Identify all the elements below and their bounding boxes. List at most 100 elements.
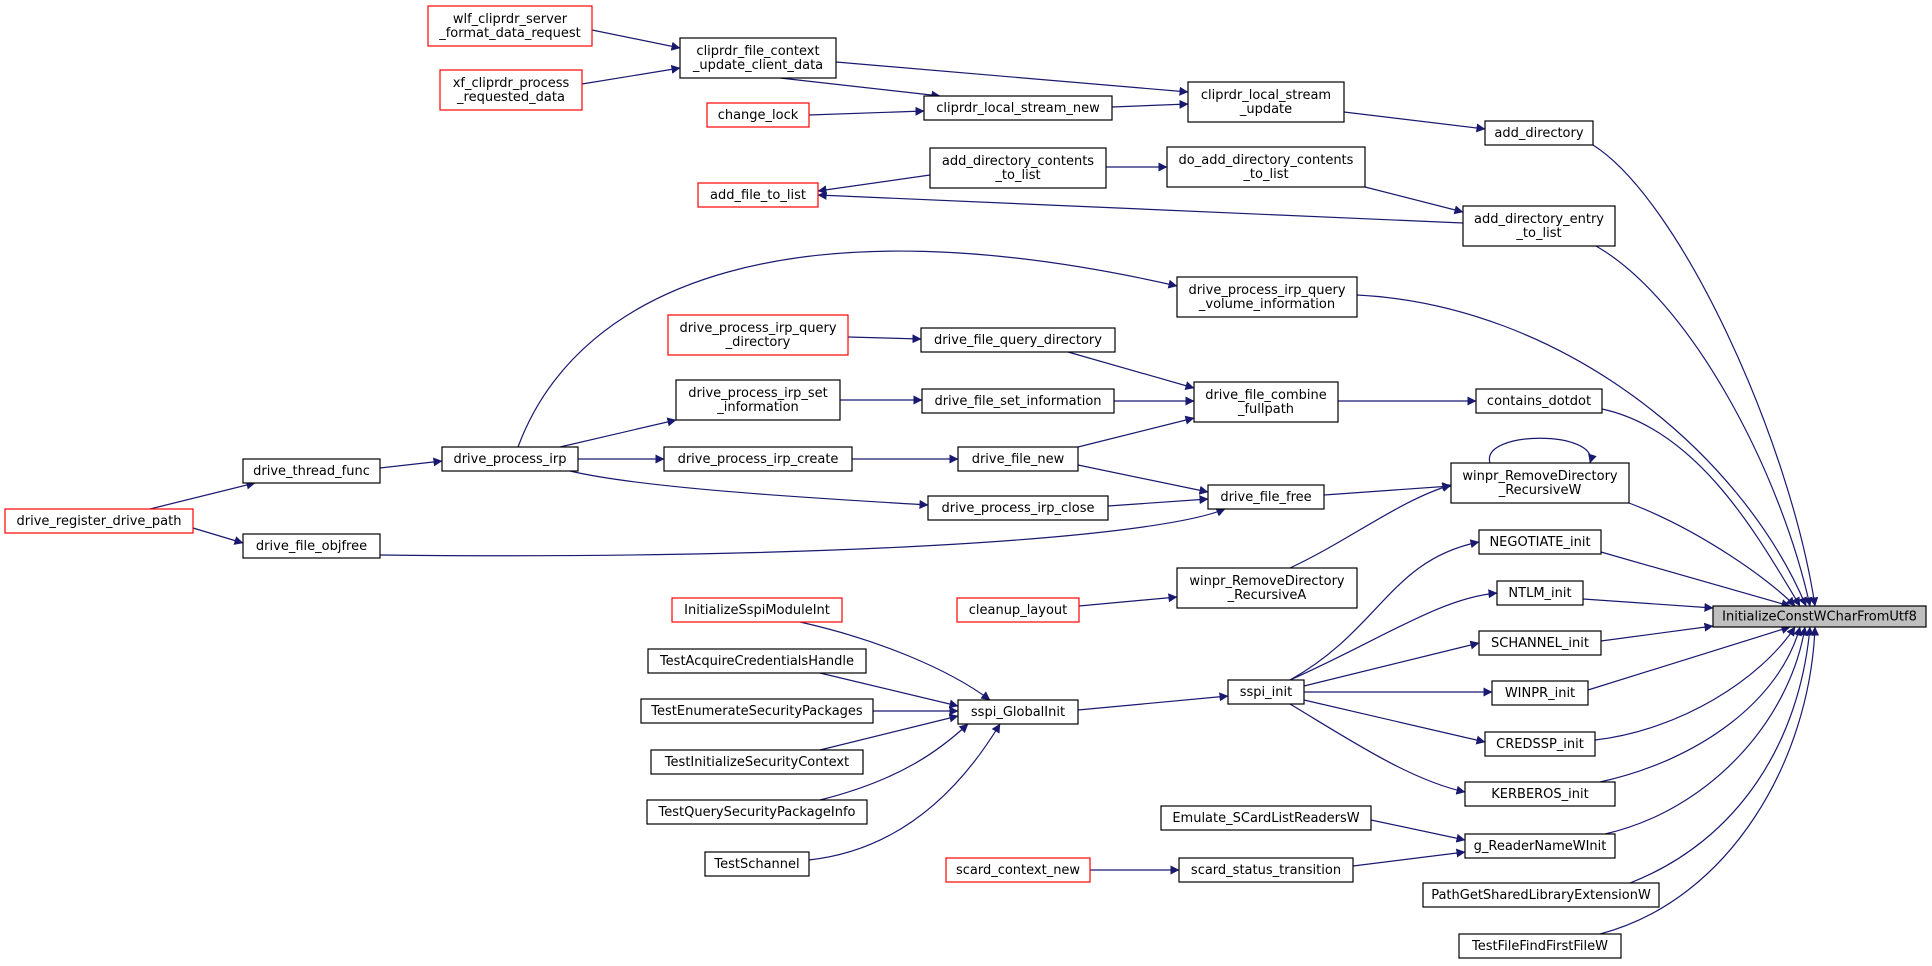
- node-label: PathGetSharedLibraryExtensionW: [1431, 888, 1651, 903]
- node-change_lock[interactable]: change_lock: [706, 102, 810, 128]
- edge-add_directory-to-root: [1592, 144, 1819, 607]
- node-add_directory_entry[interactable]: add_directory_entry_to_list: [1462, 205, 1616, 247]
- node-label: add_directory: [1494, 126, 1583, 141]
- node-cls_update[interactable]: cliprdr_local_stream_update: [1187, 81, 1345, 123]
- edge-dff-to-winpr_rdw: [1323, 482, 1452, 496]
- node-dfn[interactable]: drive_file_new: [957, 446, 1079, 472]
- node-add_file[interactable]: add_file_to_list: [697, 182, 819, 208]
- node-cfcucd[interactable]: cliprdr_file_context_update_client_data: [679, 37, 837, 79]
- node-label: TestSchannel: [713, 857, 799, 872]
- node-emulate[interactable]: Emulate_SCardListReadersW: [1160, 805, 1372, 831]
- node-sspi_global[interactable]: sspi_GlobalInit: [957, 699, 1079, 725]
- node-dpicreate[interactable]: drive_process_irp_create: [663, 446, 853, 472]
- edge-sspi_init-to-schannel: [1303, 640, 1480, 687]
- node-label: KERBEROS_init: [1491, 787, 1588, 802]
- node-box: [957, 699, 1079, 725]
- node-label: drive_process_irp_create: [678, 452, 839, 467]
- node-schannel[interactable]: SCHANNEL_init: [1478, 630, 1602, 656]
- node-label: _RecursiveA: [1227, 588, 1307, 603]
- node-adctl[interactable]: add_directory_contents_to_list: [929, 147, 1107, 189]
- node-label: drive_process_irp_query: [679, 321, 836, 336]
- edge-tschannel-to-sspi_global: [808, 723, 1001, 861]
- node-box: [1484, 120, 1594, 146]
- edge-dpiqvi-to-root: [1356, 294, 1807, 607]
- node-winpr_rdw[interactable]: winpr_RemoveDirectory_RecursiveW: [1450, 462, 1630, 504]
- node-scard_ctx[interactable]: scard_context_new: [945, 857, 1091, 883]
- node-g_reader[interactable]: g_ReaderNameWInit: [1464, 833, 1616, 859]
- node-box: [679, 37, 837, 79]
- node-box: [920, 327, 1116, 353]
- nodes-layer: InitializeConstWCharFromUtf8 add_director…: [4, 5, 1927, 959]
- edge-cls_update-to-add_directory: [1343, 111, 1486, 133]
- node-tach[interactable]: TestAcquireCredentialsHandle: [647, 648, 867, 674]
- node-box: [923, 95, 1113, 121]
- node-add_directory[interactable]: add_directory: [1484, 120, 1594, 146]
- node-box: [1160, 805, 1372, 831]
- node-cls_new[interactable]: cliprdr_local_stream_new: [923, 95, 1113, 121]
- node-dadctl[interactable]: do_add_directory_contents_to_list: [1166, 146, 1366, 188]
- node-dtf[interactable]: drive_thread_func: [242, 458, 381, 484]
- node-box: [1178, 857, 1354, 883]
- node-ntlm[interactable]: NTLM_init: [1496, 580, 1584, 606]
- node-testffff[interactable]: TestFileFindFirstFileW: [1458, 933, 1622, 959]
- node-contains_dotdot[interactable]: contains_dotdot: [1475, 388, 1603, 414]
- node-label: drive_file_set_information: [934, 394, 1101, 409]
- node-dpiqd[interactable]: drive_process_irp_query_directory: [667, 314, 849, 356]
- edge-dfqd-to-dfcf: [1067, 351, 1195, 390]
- node-wlf[interactable]: wlf_cliprdr_server_format_data_request: [427, 5, 593, 47]
- edge-dpi-to-dpisi: [559, 417, 677, 448]
- node-dfcf[interactable]: drive_file_combine_fullpath: [1193, 381, 1339, 423]
- node-credssp[interactable]: CREDSSP_init: [1484, 731, 1596, 757]
- node-box: [1207, 484, 1325, 510]
- node-box: [697, 182, 819, 208]
- node-label: _RecursiveW: [1498, 483, 1582, 498]
- node-root[interactable]: InitializeConstWCharFromUtf8: [1712, 605, 1927, 628]
- node-label: _update: [1239, 102, 1292, 117]
- node-dfsi[interactable]: drive_file_set_information: [921, 388, 1115, 414]
- node-tesp[interactable]: TestEnumerateSecurityPackages: [640, 698, 874, 724]
- node-label: InitializeConstWCharFromUtf8: [1722, 610, 1917, 625]
- edge-schannel-to-root: [1600, 622, 1714, 642]
- node-kerberos[interactable]: KERBEROS_init: [1464, 781, 1616, 807]
- node-cleanup[interactable]: cleanup_layout: [956, 597, 1080, 623]
- edge-sspi_init-to-negotiate: [1289, 539, 1480, 681]
- node-drdp[interactable]: drive_register_drive_path: [4, 508, 194, 534]
- node-box: [704, 851, 810, 877]
- node-box: [1450, 462, 1630, 504]
- node-tqspi[interactable]: TestQuerySecurityPackageInfo: [646, 799, 868, 825]
- edge-sspi_global-to-sspi_init: [1077, 692, 1229, 711]
- node-box: [1227, 679, 1305, 705]
- edge-negotiate-to-root: [1600, 551, 1791, 608]
- node-dpisi[interactable]: drive_process_irp_set_information: [675, 379, 841, 421]
- node-dpi[interactable]: drive_process_irp: [441, 446, 579, 472]
- node-winpr_rda[interactable]: winpr_RemoveDirectory_RecursiveA: [1176, 567, 1358, 609]
- node-label: _volume_information: [1198, 297, 1335, 312]
- node-tisc[interactable]: TestInitializeSecurityContext: [650, 749, 864, 775]
- node-dff[interactable]: drive_file_free: [1207, 484, 1325, 510]
- node-box: [646, 799, 868, 825]
- node-negotiate[interactable]: NEGOTIATE_init: [1478, 529, 1602, 555]
- node-label: sspi_GlobalInit: [971, 705, 1065, 720]
- node-label: winpr_RemoveDirectory: [1189, 574, 1345, 589]
- node-label: cliprdr_local_stream: [1201, 88, 1331, 103]
- node-label: do_add_directory_contents: [1179, 153, 1354, 168]
- node-label: Emulate_SCardListReadersW: [1172, 811, 1359, 826]
- node-dpic[interactable]: drive_process_irp_close: [927, 495, 1109, 521]
- node-dpiqvi[interactable]: drive_process_irp_query_volume_informati…: [1176, 276, 1358, 318]
- node-dfqd[interactable]: drive_file_query_directory: [920, 327, 1116, 353]
- node-scard_status[interactable]: scard_status_transition: [1178, 857, 1354, 883]
- node-box: [1496, 580, 1584, 606]
- node-xf[interactable]: xf_cliprdr_process_requested_data: [439, 69, 583, 111]
- node-dfo[interactable]: drive_file_objfree: [242, 533, 381, 559]
- node-pathget[interactable]: PathGetSharedLibraryExtensionW: [1422, 882, 1660, 908]
- edge-wlf-to-cfcucd: [591, 29, 681, 51]
- node-sspi_init[interactable]: sspi_init: [1227, 679, 1305, 705]
- node-label: drive_process_irp: [453, 452, 566, 467]
- node-box: [671, 597, 843, 623]
- node-isspi[interactable]: InitializeSspiModuleInt: [671, 597, 843, 623]
- node-tschannel[interactable]: TestSchannel: [704, 851, 810, 877]
- node-box: [427, 5, 593, 47]
- node-label: cliprdr_local_stream_new: [936, 101, 1100, 116]
- node-winpr_init[interactable]: WINPR_init: [1491, 680, 1589, 706]
- edge-winpr_rda-to-winpr_rdw: [1289, 483, 1452, 569]
